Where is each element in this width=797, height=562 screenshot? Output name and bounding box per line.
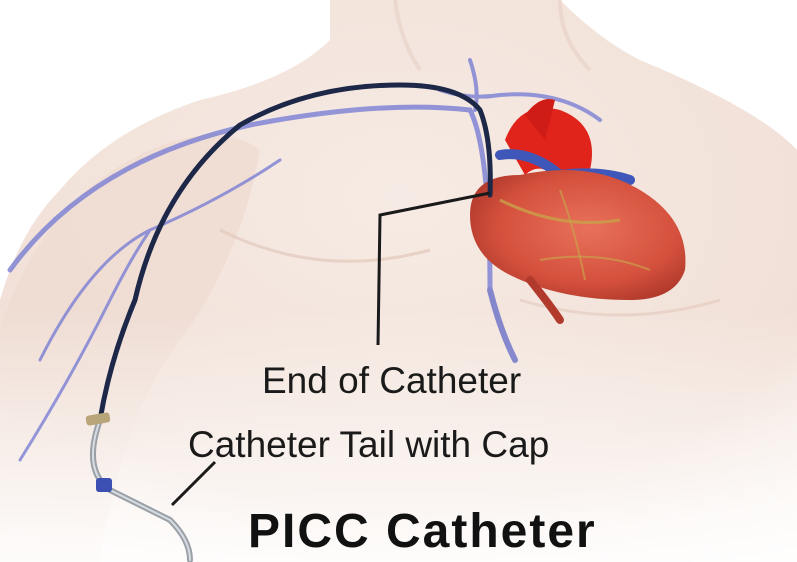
end-of-catheter-label: End of Catheter	[262, 360, 521, 402]
diagram-title: PICC Catheter	[248, 504, 597, 559]
catheter-tail-label: Catheter Tail with Cap	[188, 424, 549, 466]
